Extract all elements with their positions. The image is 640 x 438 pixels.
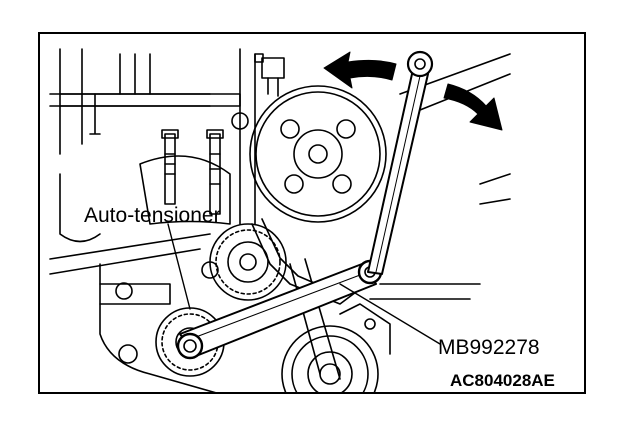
figure-code: AC804028AE xyxy=(450,371,555,390)
alternator xyxy=(281,303,391,392)
large-pulley xyxy=(249,85,387,223)
auto-tensioner-label: Auto-tensioner xyxy=(84,204,221,227)
diagram-frame: Auto-tensioner MB992278 AC804028AE xyxy=(38,32,586,394)
engine-block xyxy=(49,48,511,392)
curved-arrow-right-icon xyxy=(443,83,503,131)
tool-label: MB992278 xyxy=(438,336,540,359)
engine-belt-illustration xyxy=(49,48,511,392)
idler-pulley xyxy=(201,223,287,301)
tool-mb992278 xyxy=(176,259,383,360)
bolts xyxy=(161,112,249,215)
curved-arrow-left-icon xyxy=(323,51,397,89)
leader-lines xyxy=(167,223,441,345)
sensor-connector xyxy=(254,53,285,97)
wrench-handle xyxy=(367,50,434,275)
